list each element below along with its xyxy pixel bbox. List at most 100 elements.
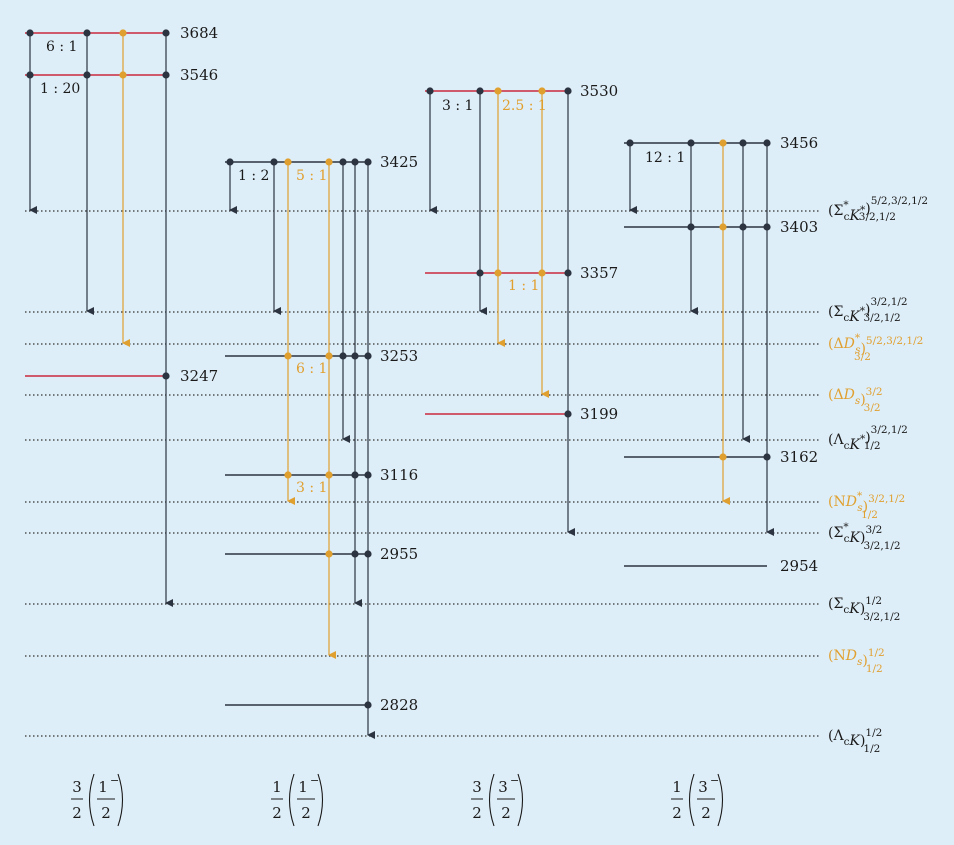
isospin-denominator: 2	[672, 804, 682, 822]
jp-numerator: 3	[498, 778, 508, 796]
isospin-numerator: 1	[672, 778, 682, 796]
paren-left	[688, 773, 695, 827]
col4-decay-dot	[687, 223, 695, 231]
jp-parity: −	[310, 774, 319, 787]
col2-decay-dot	[351, 158, 359, 166]
col4-decay-dot	[626, 139, 634, 147]
col2-decay-dot	[284, 471, 292, 479]
col4-ratio: 12 : 1	[645, 150, 685, 166]
col2-decay-dot	[325, 158, 333, 166]
paren-left	[288, 773, 295, 827]
col4-decay-dot	[763, 223, 771, 231]
col2-ratio: 3 : 1	[296, 480, 327, 496]
col1-decay-dot	[83, 71, 91, 79]
col4-mass-label: 2954	[780, 557, 818, 575]
col3-quantum-label: 323−2	[471, 773, 524, 827]
col4-mass-label: 3456	[780, 134, 818, 152]
col2-ratio: 6 : 1	[296, 361, 327, 377]
jp-numerator: 3	[698, 778, 708, 796]
jp-denominator: 2	[701, 804, 711, 822]
col3-decay-dot	[538, 87, 546, 95]
col2-mass-label: 2828	[380, 696, 418, 714]
col4-decay-dot	[739, 223, 747, 231]
col2-quantum-label: 121−2	[271, 773, 324, 827]
col2-decay-dot	[284, 352, 292, 360]
energy-levels	[25, 32, 767, 706]
col4-decay-dot	[719, 139, 727, 147]
paren-left	[488, 773, 495, 827]
col3-ratio: 1 : 1	[508, 278, 539, 294]
col1-mass-label: 3546	[180, 66, 218, 84]
col3-mass-label: 3530	[580, 82, 618, 100]
col2-decay-dot	[226, 158, 234, 166]
col3-decay-dot	[538, 269, 546, 277]
col2-decay-dot	[351, 471, 359, 479]
col4-decay-dot	[739, 139, 747, 147]
col1-decay-dot	[26, 29, 34, 37]
col1-decay-dot	[83, 29, 91, 37]
col2-decay-dot	[325, 352, 333, 360]
paren-right	[317, 773, 324, 827]
col1-ratio: 6 : 1	[46, 39, 77, 55]
col1-mass-label: 3684	[180, 24, 218, 42]
col4-decay-dot	[719, 223, 727, 231]
col2-decay-dot	[351, 352, 359, 360]
jp-parity: −	[510, 774, 519, 787]
col4-mass-label: 3403	[780, 218, 818, 236]
col3-decay-dot	[494, 87, 502, 95]
col3-decay-dot	[476, 87, 484, 95]
col3-decay-dot	[494, 269, 502, 277]
col3-decay-dot	[564, 269, 572, 277]
col1-decay-dot	[162, 372, 170, 380]
jp-denominator: 2	[101, 804, 111, 822]
col3-mass-label: 3357	[580, 264, 618, 282]
paren-left	[88, 773, 95, 827]
jp-numerator: 1	[98, 778, 108, 796]
decay-dots	[26, 29, 771, 709]
col2-ratio: 1 : 2	[238, 168, 269, 184]
decay-arrows	[29, 33, 774, 739]
col3-decay-dot	[426, 87, 434, 95]
jp-denominator: 2	[301, 804, 311, 822]
col4-mass-label: 3162	[780, 448, 818, 466]
paren-right	[517, 773, 524, 827]
col3-decay-dot	[564, 410, 572, 418]
col1-decay-dot	[119, 29, 127, 37]
col2-decay-dot	[364, 701, 372, 709]
isospin-numerator: 3	[472, 778, 482, 796]
col3-decay-dot	[564, 87, 572, 95]
col3-mass-label: 3199	[580, 405, 618, 423]
col2-mass-label: 2955	[380, 545, 418, 563]
col2-decay-dot	[325, 471, 333, 479]
col1-decay-dot	[162, 71, 170, 79]
col4-decay-dot	[687, 139, 695, 147]
col4-decay-dot	[719, 453, 727, 461]
isospin-denominator: 2	[472, 804, 482, 822]
col2-decay-dot	[284, 158, 292, 166]
col3-ratio: 3 : 1	[442, 98, 473, 114]
col2-decay-dot	[364, 550, 372, 558]
col1-mass-label: 3247	[180, 367, 218, 385]
col1-ratio: 1 : 20	[40, 81, 80, 97]
jp-denominator: 2	[501, 804, 511, 822]
threshold-lines	[25, 210, 820, 737]
col4-quantum-label: 123−2	[671, 773, 724, 827]
col2-ratio: 5 : 1	[296, 168, 327, 184]
col4-decay-dot	[763, 139, 771, 147]
isospin-denominator: 2	[272, 804, 282, 822]
col2-decay-dot	[339, 352, 347, 360]
col4-decay-dot	[763, 453, 771, 461]
isospin-denominator: 2	[72, 804, 82, 822]
col2-decay-dot	[339, 158, 347, 166]
jp-numerator: 1	[298, 778, 308, 796]
